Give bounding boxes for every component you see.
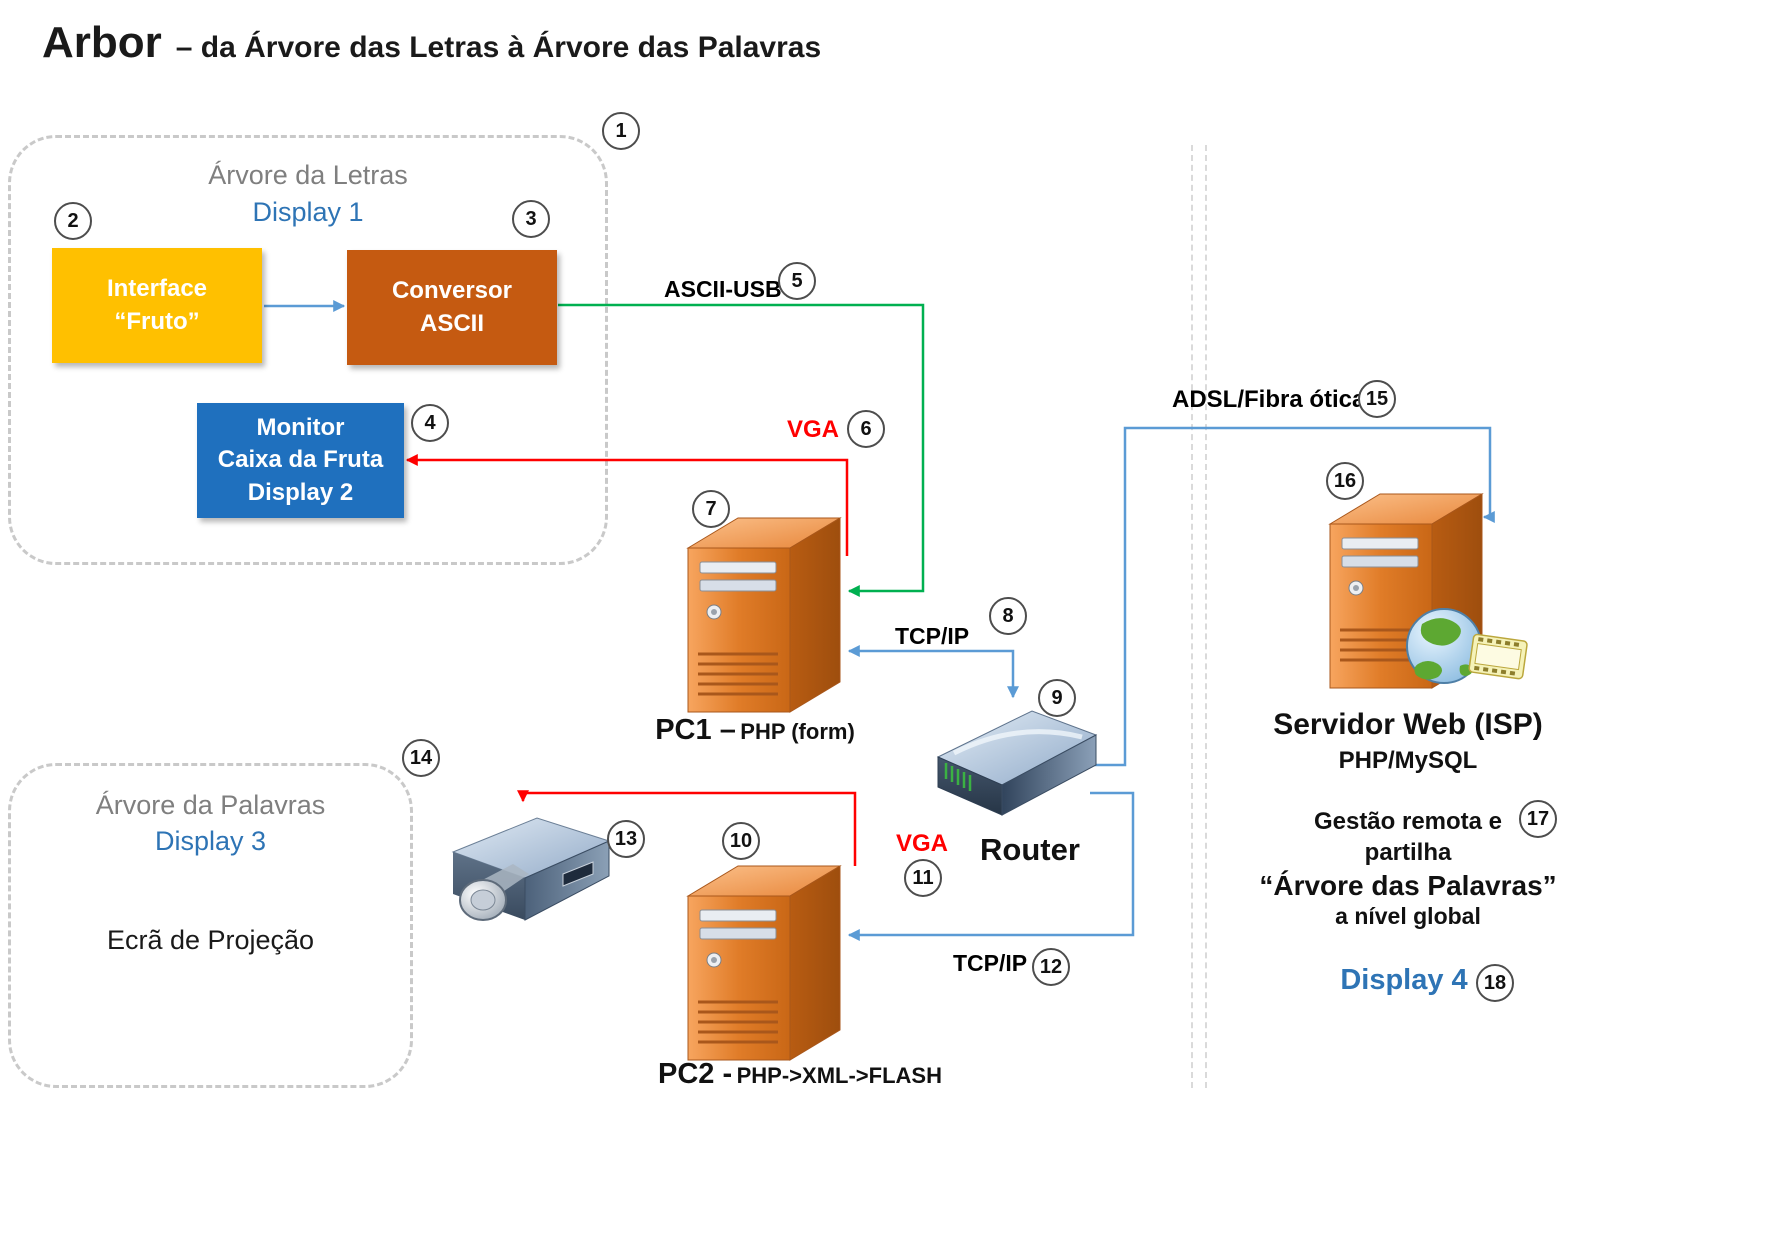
tcpip1-label: TCP/IP [895, 623, 970, 649]
letters-group-display: Display 1 [252, 197, 364, 227]
pc1-tower-icon [686, 517, 842, 713]
connector-ascii-usb [558, 303, 925, 597]
pc2-tech: PHP->XML->FLASH [736, 1063, 942, 1088]
projector-panel [562, 861, 594, 887]
adsl-label: ADSL/Fibra ótica [1172, 386, 1366, 413]
letters-group-title: Árvore da Letras [208, 160, 408, 190]
router-led-lights [944, 763, 972, 791]
connector-vga-pc2-projector [517, 790, 857, 866]
server-title: Servidor Web (ISP) [1273, 708, 1543, 741]
server-quote: “Árvore das Palavras” [1259, 870, 1557, 901]
badge-2: 2 [54, 202, 92, 240]
router-icon [936, 710, 1098, 816]
projector-icon [451, 817, 611, 921]
badge-5: 5 [778, 262, 816, 300]
badge-17: 17 [1519, 800, 1557, 838]
badge-4: 4 [411, 404, 449, 442]
server-global: a nível global [1335, 903, 1481, 929]
server-mgmt-line1: Gestão remota e [1313, 808, 1503, 835]
vga1-label: VGA [787, 416, 840, 443]
words-group-box [8, 763, 413, 1088]
badge-10: 10 [722, 822, 760, 860]
pc2-name: PC2 - [658, 1058, 733, 1090]
pc2-label: PC2 - PHP->XML->FLASH [625, 1058, 975, 1091]
words-group-display: Display 3 [154, 826, 267, 856]
interface-fruto-box: Interface “Fruto” [52, 248, 262, 363]
connector-tcpip-bend-router [934, 649, 1019, 699]
pc1-tech: PHP (form) [740, 719, 855, 744]
letters-group-box [8, 135, 608, 565]
page-title: Arbor – da Árvore das Letras à Árvore da… [42, 18, 821, 68]
tcpip2-label: TCP/IP [953, 950, 1028, 976]
pc2-tower-icon [686, 865, 842, 1061]
connector-tcpip-router-pc2 [847, 791, 1135, 941]
connector-vga-pc1-monitor [405, 454, 849, 556]
page-separator-line [1191, 145, 1193, 1088]
router-label: Router [980, 832, 1080, 867]
title-subtitle: – da Árvore das Letras à Árvore das Pala… [175, 31, 822, 64]
badge-9: 9 [1038, 679, 1076, 717]
badge-14: 14 [402, 739, 440, 777]
badge-1: 1 [602, 112, 640, 150]
projection-screen-label: Ecrã de Projeção [106, 925, 315, 955]
conversor-ascii-box: Conversor ASCII [347, 250, 557, 365]
words-group-title: Árvore da Palavras [95, 790, 326, 820]
badge-8: 8 [989, 597, 1027, 635]
badge-6: 6 [847, 410, 885, 448]
badge-16: 16 [1326, 462, 1364, 500]
badge-13: 13 [607, 820, 645, 858]
pc1-label: PC1 – PHP (form) [600, 714, 910, 747]
server-mgmt-line2: partilha [1364, 839, 1452, 866]
monitor-display2-box: Monitor Caixa da Fruta Display 2 [197, 403, 404, 518]
badge-7: 7 [692, 490, 730, 528]
page-separator-line [1205, 145, 1207, 1088]
globe-icon [1406, 608, 1482, 684]
pc1-name: PC1 – [655, 714, 736, 746]
title-main: Arbor [42, 18, 162, 67]
badge-12: 12 [1032, 948, 1070, 986]
film-strip-icon [1468, 633, 1528, 680]
badge-11: 11 [904, 859, 942, 897]
vga2-label: VGA [896, 830, 949, 857]
server-display4: Display 4 [1340, 964, 1468, 996]
badge-3: 3 [512, 200, 550, 238]
badge-15: 15 [1358, 380, 1396, 418]
connector-adsl-router-server [1090, 426, 1495, 767]
server-stack: PHP/MySQL [1338, 747, 1478, 774]
ascii-usb-label: ASCII-USB [664, 276, 782, 302]
badge-18: 18 [1476, 964, 1514, 1002]
web-server-icon [1328, 493, 1528, 689]
